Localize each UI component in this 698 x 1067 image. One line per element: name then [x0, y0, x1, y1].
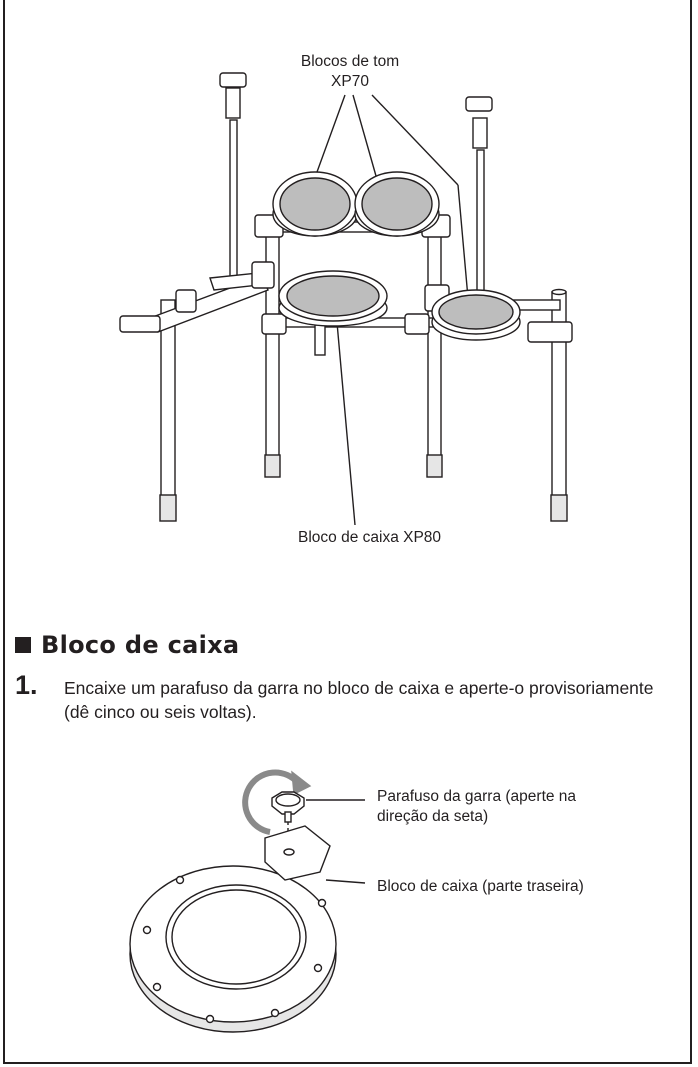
square-bullet-icon: [15, 637, 31, 653]
snare-pad-label: Bloco de caixa XP80: [298, 529, 442, 546]
pad-back-label: Bloco de caixa (parte traseira): [377, 878, 584, 895]
step-number: 1.: [15, 670, 38, 700]
tom-pads-label: Blocos de tom XP70: [270, 52, 430, 92]
step-instruction: Encaixe um parafuso da garra no bloco de…: [64, 678, 654, 722]
clamp-screw-label: Parafuso da garra (aperte na direção da …: [377, 787, 576, 827]
section-heading: Bloco de caixa: [15, 630, 239, 660]
page-frame: [3, 0, 692, 1064]
tom-pads-label-line1: Blocos de tom: [300, 53, 400, 70]
clamp-screw-label-line2: direção da seta): [377, 808, 489, 825]
clamp-screw-label-line1: Parafuso da garra (aperte na: [377, 788, 577, 805]
drum-kit-illustration: [119, 72, 573, 526]
section-title: Bloco de caixa: [41, 631, 240, 659]
tom-pads-label-line2: XP70: [331, 73, 369, 90]
